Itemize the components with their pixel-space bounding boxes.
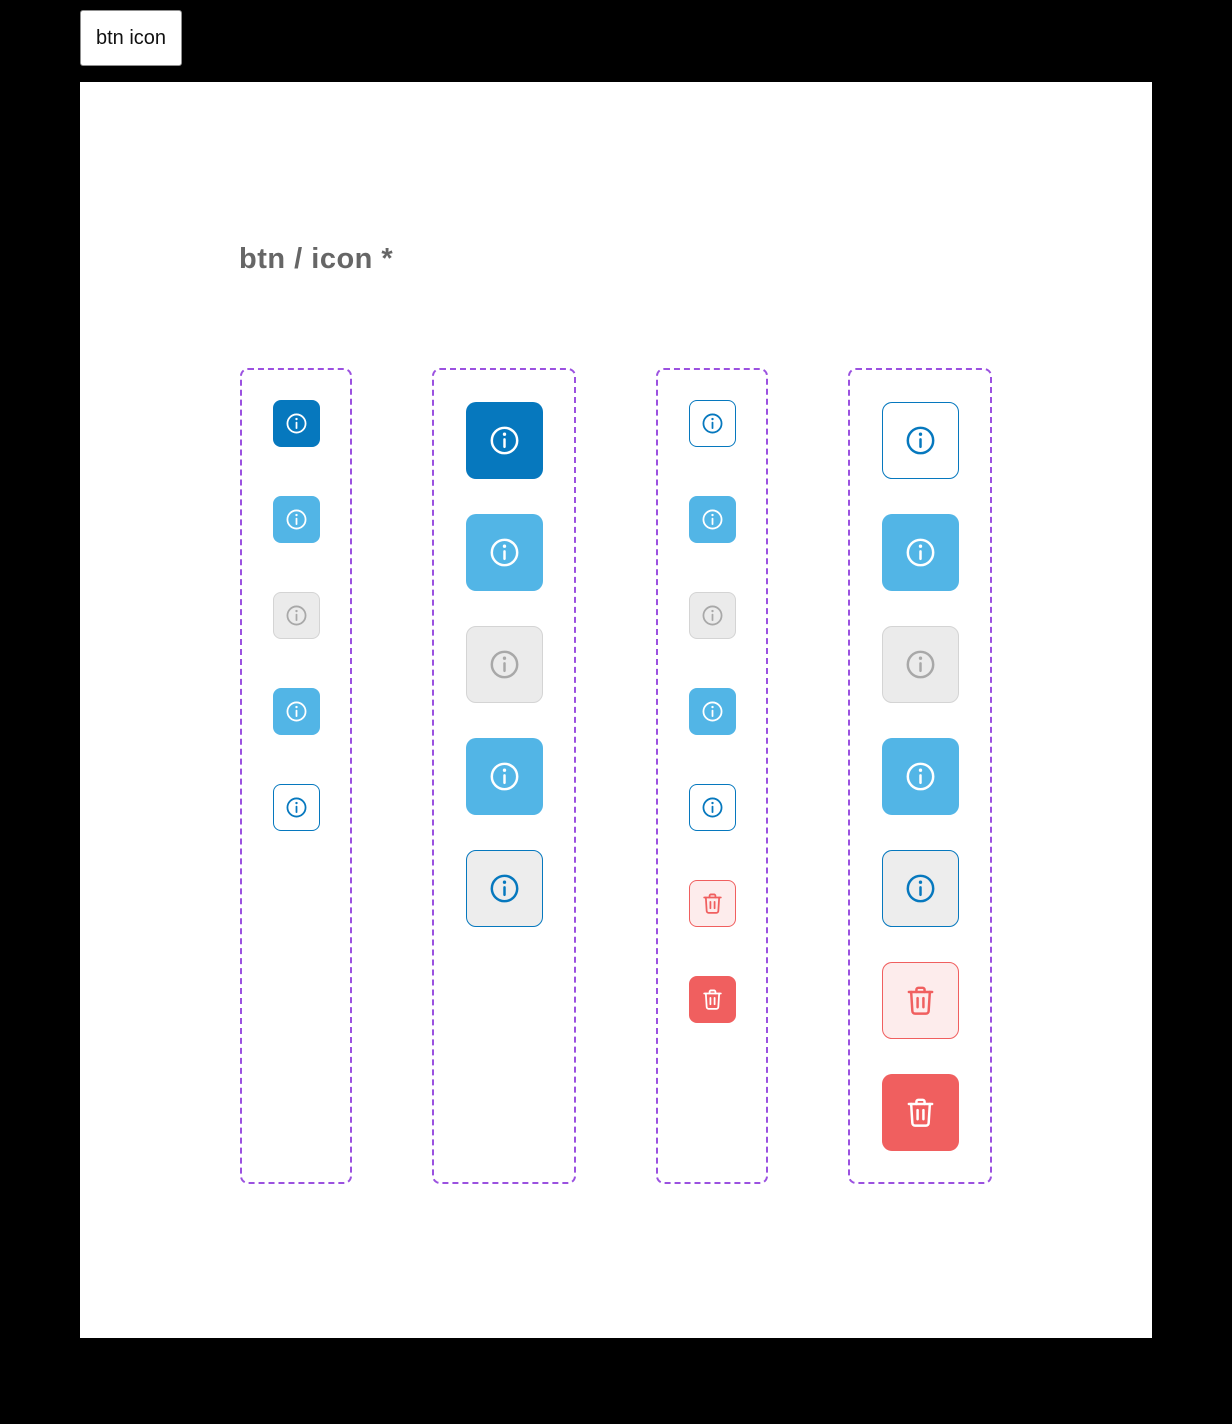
large-outlined-danger-button[interactable] [881,1074,959,1151]
trash-icon [903,1095,938,1130]
small-outlined-outline-button[interactable] [688,784,736,831]
small-outlined-disabled-button [688,592,736,639]
frame-small-contained [240,368,352,1184]
frame-large-outlined [848,368,992,1184]
large-outlined-primary-light-button[interactable] [881,738,959,815]
small-contained-primary-light-button[interactable] [272,496,320,543]
page-title: btn / icon * [239,243,394,275]
large-contained-primary-light-button[interactable] [465,514,543,591]
info-icon [903,759,938,794]
large-outlined-outline-button[interactable] [881,402,959,479]
trash-icon [903,983,938,1018]
info-icon [700,507,725,532]
story-canvas: btn / icon * [80,82,1152,1338]
info-icon [284,603,309,628]
small-outlined-danger-button[interactable] [688,976,736,1023]
small-contained-disabled-button [272,592,320,639]
info-icon [487,535,522,570]
info-icon [284,699,309,724]
small-outlined-primary-light-button[interactable] [688,688,736,735]
info-icon [487,423,522,458]
info-icon [700,411,725,436]
info-icon [284,507,309,532]
small-outlined-danger-light-button[interactable] [688,880,736,927]
small-contained-primary-button[interactable] [272,400,320,447]
small-contained-outline-button[interactable] [272,784,320,831]
frame-small-outlined [656,368,768,1184]
large-contained-disabled-button [465,626,543,703]
tab-label: btn icon [96,26,167,49]
tab-btn-icon[interactable]: btn icon [80,10,183,66]
info-icon [903,871,938,906]
trash-icon [700,987,725,1012]
small-contained-primary-light-button[interactable] [272,688,320,735]
large-contained-outline-gray-button[interactable] [465,850,543,927]
large-outlined-danger-light-button[interactable] [881,962,959,1039]
info-icon [284,411,309,436]
info-icon [903,647,938,682]
info-icon [903,423,938,458]
info-icon [487,871,522,906]
small-outlined-outline-button[interactable] [688,400,736,447]
large-outlined-primary-light-button[interactable] [881,514,959,591]
large-outlined-disabled-button [881,626,959,703]
info-icon [903,535,938,570]
small-outlined-primary-light-button[interactable] [688,496,736,543]
info-icon [284,795,309,820]
info-icon [487,647,522,682]
large-outlined-outline-gray-button[interactable] [881,850,959,927]
info-icon [700,699,725,724]
trash-icon [700,891,725,916]
info-icon [700,795,725,820]
frame-large-contained [432,368,576,1184]
large-contained-primary-light-button[interactable] [465,738,543,815]
info-icon [487,759,522,794]
info-icon [700,603,725,628]
large-contained-primary-button[interactable] [465,402,543,479]
